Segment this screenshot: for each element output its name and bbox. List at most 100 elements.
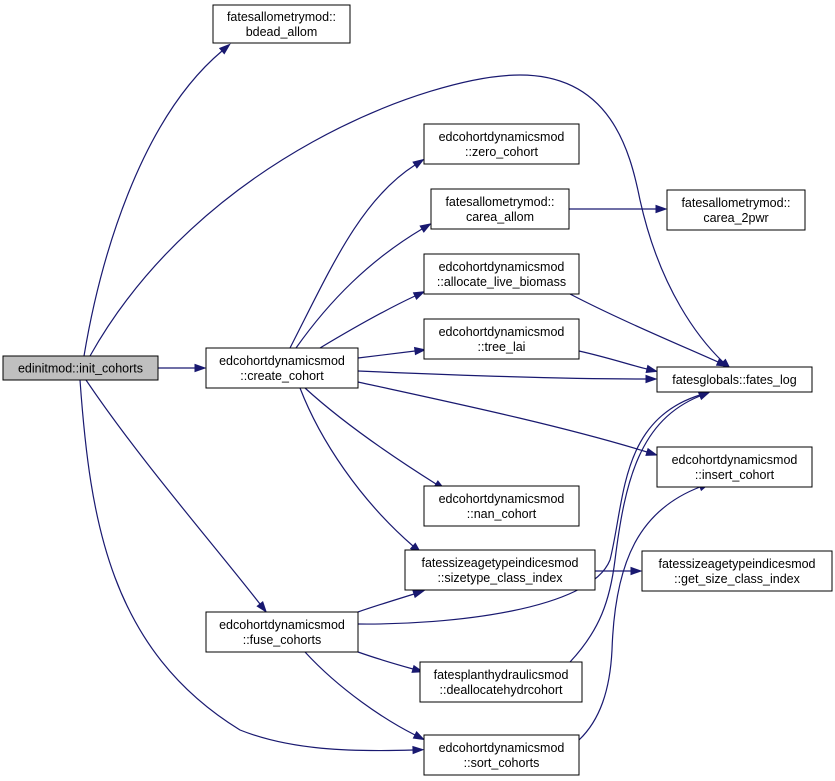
edge-line xyxy=(89,74,724,363)
node-carea-allom[interactable]: fatesallometrymod::carea_allom xyxy=(430,188,570,230)
node-label: edcohortdynamicsmod xyxy=(672,453,798,467)
edge-allocate_live_biomass-to-fates_log xyxy=(569,293,729,367)
node-label: fatesallometrymod:: xyxy=(227,10,336,24)
node-get-size-class-index[interactable]: fatessizeagetypeindicesmod::get_size_cla… xyxy=(641,550,833,592)
node-box xyxy=(423,123,580,165)
edge-fuse_cohorts-to-sort_cohorts xyxy=(304,651,426,741)
node-label: edcohortdynamicsmod xyxy=(439,325,565,339)
edge-line xyxy=(319,295,416,349)
node-label: ::tree_lai xyxy=(478,340,526,354)
node-carea-2pwr[interactable]: fatesallometrymod::carea_2pwr xyxy=(666,189,806,231)
edge-carea_allom-to-carea_2pwr xyxy=(569,204,668,214)
call-edges xyxy=(79,43,732,755)
node-box xyxy=(2,355,159,381)
node-label: edinitmod::init_cohorts xyxy=(18,362,143,376)
edge-deallocatehydrcohort-to-fates_log xyxy=(569,391,711,663)
arrowhead-icon xyxy=(412,158,425,169)
node-box xyxy=(205,347,359,389)
arrowhead-icon xyxy=(194,363,207,373)
arrowhead-icon xyxy=(218,43,231,55)
node-box xyxy=(430,188,570,230)
arrowhead-icon xyxy=(256,601,268,614)
arrowhead-icon xyxy=(655,204,668,214)
node-label: ::allocate_live_biomass xyxy=(437,275,566,289)
node-label: ::sizetype_class_index xyxy=(437,571,563,585)
arrowhead-icon xyxy=(645,374,658,384)
node-deallocatehydrcohort[interactable]: fatesplanthydraulicsmod::deallocatehydrc… xyxy=(419,661,583,703)
edge-line xyxy=(357,370,647,380)
arrowhead-icon xyxy=(630,566,643,576)
edge-init_cohorts-to-bdead_allom xyxy=(83,43,231,357)
node-box xyxy=(641,550,833,592)
arrowhead-icon xyxy=(413,346,427,356)
node-sort-cohorts[interactable]: edcohortdynamicsmod::sort_cohorts xyxy=(423,734,580,776)
edge-line xyxy=(357,350,416,359)
node-label: edcohortdynamicsmod xyxy=(219,354,345,368)
node-label: ::create_cohort xyxy=(240,369,324,383)
node-fates-log[interactable]: fatesglobals::fates_log xyxy=(656,366,813,393)
node-tree-lai[interactable]: edcohortdynamicsmod::tree_lai xyxy=(423,318,580,360)
node-label: carea_allom xyxy=(466,210,534,224)
edge-fuse_cohorts-to-sizetype_class_index xyxy=(357,590,425,613)
node-label: bdead_allom xyxy=(246,25,318,39)
node-label: carea_2pwr xyxy=(703,211,768,225)
edge-fuse_cohorts-to-deallocatehydrcohort xyxy=(357,651,425,673)
node-box xyxy=(423,485,580,527)
edge-line xyxy=(83,50,223,357)
node-label: fatessizeagetypeindicesmod xyxy=(421,556,578,570)
node-box xyxy=(423,318,580,360)
node-insert-cohort[interactable]: edcohortdynamicsmod::insert_cohort xyxy=(656,446,813,488)
node-label: ::get_size_class_index xyxy=(674,572,801,586)
node-label: fatesallometrymod:: xyxy=(681,196,790,210)
node-box xyxy=(423,734,580,776)
node-nan-cohort[interactable]: edcohortdynamicsmod::nan_cohort xyxy=(423,485,580,527)
edge-create_cohort-to-tree_lai xyxy=(357,346,427,359)
node-fuse-cohorts[interactable]: edcohortdynamicsmod::fuse_cohorts xyxy=(205,611,359,653)
edge-tree_lai-to-fates_log xyxy=(578,350,659,373)
edge-line xyxy=(357,593,415,613)
arrowhead-icon xyxy=(412,291,426,301)
node-label: edcohortdynamicsmod xyxy=(439,130,565,144)
edge-line xyxy=(304,651,416,736)
edge-create_cohort-to-carea_allom xyxy=(295,223,432,349)
node-label: fatesplanthydraulicsmod xyxy=(434,668,569,682)
edge-line xyxy=(304,387,437,485)
node-allocate-live-biomass[interactable]: edcohortdynamicsmod::allocate_live_bioma… xyxy=(423,253,580,295)
node-box xyxy=(423,253,580,295)
node-sizetype-class-index[interactable]: fatessizeagetypeindicesmod::sizetype_cla… xyxy=(404,549,596,591)
node-label: ::deallocatehydrcohort xyxy=(440,683,564,697)
node-bdead-allom[interactable]: fatesallometrymod::bdead_allom xyxy=(212,4,351,44)
node-label: ::nan_cohort xyxy=(467,507,537,521)
node-box xyxy=(666,189,806,231)
function-nodes: edinitmod::init_cohorts fatesallometrymod… xyxy=(2,4,833,776)
node-label: fatesallometrymod:: xyxy=(445,195,554,209)
node-label: edcohortdynamicsmod xyxy=(439,260,565,274)
node-label: edcohortdynamicsmod xyxy=(439,492,565,506)
arrowhead-icon xyxy=(419,223,432,233)
edge-line xyxy=(357,394,701,625)
edge-sort_cohorts-to-insert_cohort xyxy=(578,482,711,741)
edge-init_cohorts-to-fuse_cohorts xyxy=(85,379,268,614)
node-box xyxy=(205,611,359,653)
edge-line xyxy=(578,486,701,741)
edge-create_cohort-to-insert_cohort xyxy=(357,381,658,456)
node-label: edcohortdynamicsmod xyxy=(219,618,345,632)
arrowhead-icon xyxy=(412,745,425,755)
arrowhead-icon xyxy=(412,731,426,741)
edge-line xyxy=(569,293,719,363)
node-label: ::fuse_cohorts xyxy=(243,633,322,647)
node-init-cohorts[interactable]: edinitmod::init_cohorts xyxy=(2,355,159,381)
edge-create_cohort-to-sizetype_class_index xyxy=(299,387,422,554)
node-box xyxy=(656,446,813,488)
node-zero-cohort[interactable]: edcohortdynamicsmod::zero_cohort xyxy=(423,123,580,165)
edge-line xyxy=(357,381,648,453)
node-box xyxy=(656,366,813,393)
node-box xyxy=(419,661,583,703)
edge-line xyxy=(289,164,416,349)
node-label: fatessizeagetypeindicesmod xyxy=(658,557,815,571)
node-create-cohort[interactable]: edcohortdynamicsmod::create_cohort xyxy=(205,347,359,389)
edge-init_cohorts-to-sort_cohorts xyxy=(79,379,425,755)
edge-line xyxy=(79,379,414,752)
arrowhead-icon xyxy=(412,590,425,599)
